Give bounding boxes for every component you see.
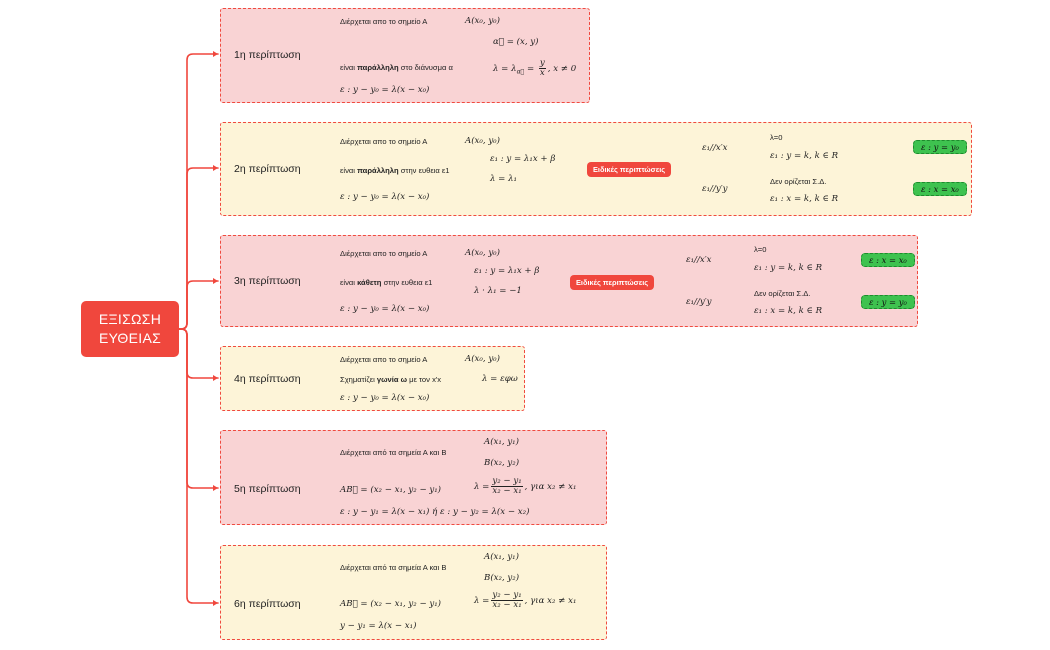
case-3-panel [220, 235, 918, 327]
trunk-arrow-2 [213, 278, 218, 284]
trunk-line-4 [178, 328, 219, 489]
case-4-equation: ε : y − y₀ = λ(x − x₀) [340, 393, 430, 403]
case-6-point-a: A(x₁, y₁) [484, 552, 519, 562]
trunk-arrow-3 [213, 375, 218, 381]
case-4-point-text: Διέρχεται απο το σημείο Α [340, 355, 428, 364]
case-2-a-sub2: ε₁ : y = k, k ∈ R [770, 151, 839, 161]
case-6-vector: AB⃗ = (x₂ − x₁, y₂ − y₁) [340, 599, 442, 609]
case-2-a-result: ε : y = y₀ [913, 140, 967, 154]
case-3-special-cases[interactable]: Ειδικές περιπτώσεις [570, 275, 655, 290]
case-5-point-b: B(x₂, y₂) [484, 458, 520, 468]
case-2-parallel-text: είναι παράλληλη στην ευθεια ε1 [340, 166, 450, 175]
case-2-b-sub1: Δεν ορίζεται Σ.Δ. [770, 177, 827, 186]
case-1-panel [220, 8, 590, 103]
case-2-label[interactable]: 2η περίπτωση [234, 163, 301, 175]
case-1-point-math: A(x₀, y₀) [465, 16, 500, 26]
case-2-line-eq: ε₁ : y = λ₁x + β [490, 154, 556, 164]
trunk-line-1 [178, 167, 219, 330]
case-5-panel [220, 430, 607, 525]
case-2-equation: ε : y − y₀ = λ(x − x₀) [340, 192, 430, 202]
case-4-slope: λ = εφω [482, 374, 518, 384]
case-6-equation: y − y₁ = λ(x − x₁) [340, 621, 417, 631]
case-5-label[interactable]: 5η περίπτωση [234, 483, 301, 495]
case-3-a-result: ε : x = x₀ [861, 253, 915, 267]
case-6-point-b: B(x₂, y₂) [484, 573, 520, 583]
case-2-special-cases[interactable]: Ειδικές περιπτώσεις [587, 162, 672, 177]
case-1-parallel-text: είναι παράλληλη στο διάνυσμα α [340, 63, 453, 72]
trunk-arrow-0 [213, 51, 218, 57]
trunk-line-5 [178, 328, 219, 604]
case-4-label[interactable]: 4η περίπτωση [234, 373, 301, 385]
case-4-point-math: A(x₀, y₀) [465, 354, 500, 364]
root-node[interactable]: ΕΞΙΣΩΣΗ ΕΥΘΕΙΑΣ [81, 301, 179, 357]
case-1-vector: α⃗ = (x, y) [493, 37, 539, 47]
case-6-label[interactable]: 6η περίπτωση [234, 598, 301, 610]
case-3-slope: λ · λ₁ = −1 [474, 286, 522, 296]
case-3-a-sub2: ε₁ : y = k, k ∈ R [754, 263, 823, 273]
case-1-equation: ε : y − y₀ = λ(x − x₀) [340, 85, 430, 95]
trunk-line-0 [178, 53, 219, 330]
root-title-line2: ΕΥΘΕΙΑΣ [98, 330, 162, 346]
case-2-a-head: ε₁//x′x [702, 143, 728, 153]
trunk-arrow-5 [213, 600, 218, 606]
trunk-arrow-4 [213, 485, 218, 491]
trunk-arrow-1 [213, 165, 218, 171]
case-1-point-text: Διέρχεται απο το σημείο Α [340, 17, 428, 26]
case-3-a-head: ε₁//x′x [686, 255, 712, 265]
trunk-line-2 [178, 280, 219, 330]
case-2-slope: λ = λ₁ [490, 174, 518, 184]
case-5-equation: ε : y − y₁ = λ(x − x₁) ή ε : y − y₂ = λ(… [340, 507, 530, 517]
case-3-b-result: ε : y = y₀ [861, 295, 915, 309]
trunk-line-3 [178, 328, 219, 379]
case-2-a-sub1: λ=0 [770, 133, 783, 142]
case-2-point-text: Διέρχεται απο το σημείο Α [340, 137, 428, 146]
case-3-point-text: Διέρχεται απο το σημείο Α [340, 249, 428, 258]
case-3-a-sub1: λ=0 [754, 245, 767, 254]
case-2-b-sub2: ε₁ : x = k, k ∈ R [770, 194, 839, 204]
case-3-label[interactable]: 3η περίπτωση [234, 275, 301, 287]
case-1-label[interactable]: 1η περίπτωση [234, 49, 301, 61]
case-3-b-head: ε₁//y′y [686, 297, 712, 307]
case-2-b-result: ε : x = x₀ [913, 182, 967, 196]
case-5-points-text: Διέρχεται από τα σημεία Α και Β [340, 448, 447, 457]
case-3-point-math: A(x₀, y₀) [465, 248, 500, 258]
case-2-b-head: ε₁//y′y [702, 184, 728, 194]
case-3-line-eq: ε₁ : y = λ₁x + β [474, 266, 540, 276]
case-4-panel [220, 346, 525, 411]
case-5-point-a: A(x₁, y₁) [484, 437, 519, 447]
case-3-equation: ε : y − y₀ = λ(x − x₀) [340, 304, 430, 314]
case-3-b-sub1: Δεν ορίζεται Σ.Δ. [754, 289, 811, 298]
case-3-perpendicular-text: είναι κάθετη στην ευθεια ε1 [340, 278, 433, 287]
case-2-point-math: A(x₀, y₀) [465, 136, 500, 146]
root-title-line1: ΕΞΙΣΩΣΗ [98, 311, 162, 327]
case-5-vector: AB⃗ = (x₂ − x₁, y₂ − y₁) [340, 485, 442, 495]
case-4-angle-text: Σχηματίζει γωνία ω με τον x'x [340, 375, 442, 384]
case-6-points-text: Διέρχεται από τα σημεία Α και Β [340, 563, 447, 572]
case-6-panel [220, 545, 607, 640]
case-3-b-sub2: ε₁ : x = k, k ∈ R [754, 306, 823, 316]
